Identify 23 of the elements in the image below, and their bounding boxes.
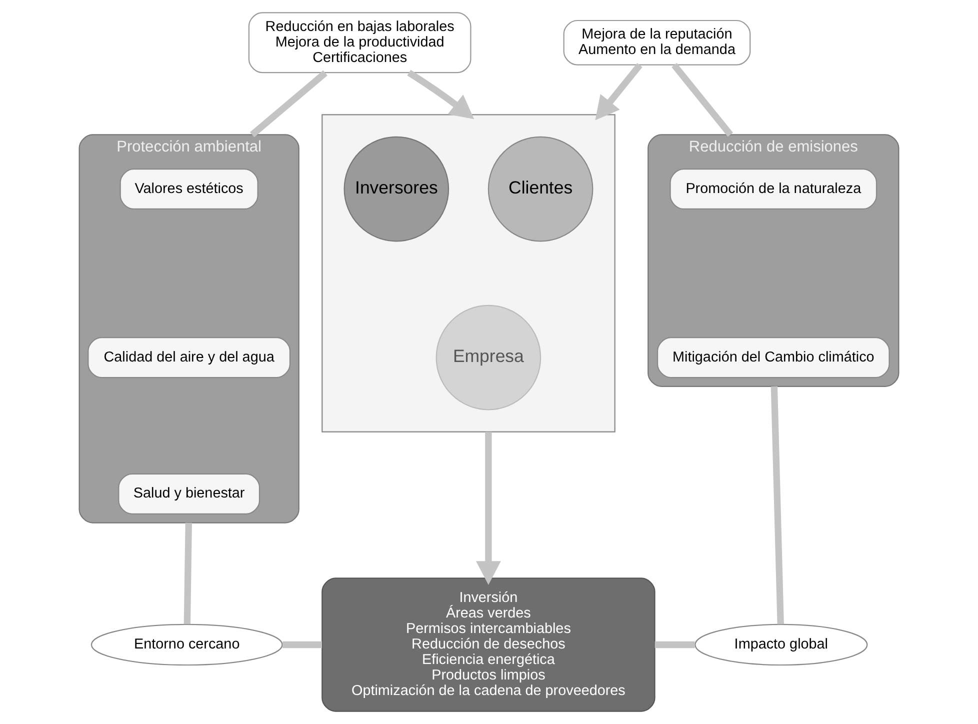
connector (282, 641, 322, 648)
connector (654, 641, 695, 648)
node-box: Valores estéticos (120, 168, 258, 210)
node-circle: Inversores (344, 136, 450, 242)
node-box: Mejora de la reputación Aumento en la demanda (563, 20, 751, 66)
node-circle: Empresa (436, 304, 542, 410)
node-box: Salud y bienestar (118, 473, 260, 514)
connector (672, 62, 733, 137)
connector (250, 70, 328, 138)
arrow (476, 432, 501, 585)
arrow (407, 70, 474, 120)
node-ellipse: Entorno cercano (90, 624, 283, 666)
node-box: Calidad del aire y del agua (88, 337, 291, 378)
node-circle: Clientes (488, 136, 594, 242)
connector (184, 522, 192, 624)
node-box: Reducción en bajas laborales Mejora de la productividad Certificaciones (248, 12, 472, 74)
node-ellipse: Impacto global (694, 624, 868, 666)
node-box: Promoción de la naturaleza (670, 168, 878, 210)
node-box: Inversión Áreas verdes Permisos intercambiables Reducción de desechos Eficiencia energética Productos limpios Optimización de la cadena de proveedores (322, 578, 656, 712)
node-box: Mitigación del Cambio climático (656, 337, 890, 378)
arrow (595, 62, 642, 120)
cluster (322, 114, 616, 432)
connector (770, 386, 784, 624)
